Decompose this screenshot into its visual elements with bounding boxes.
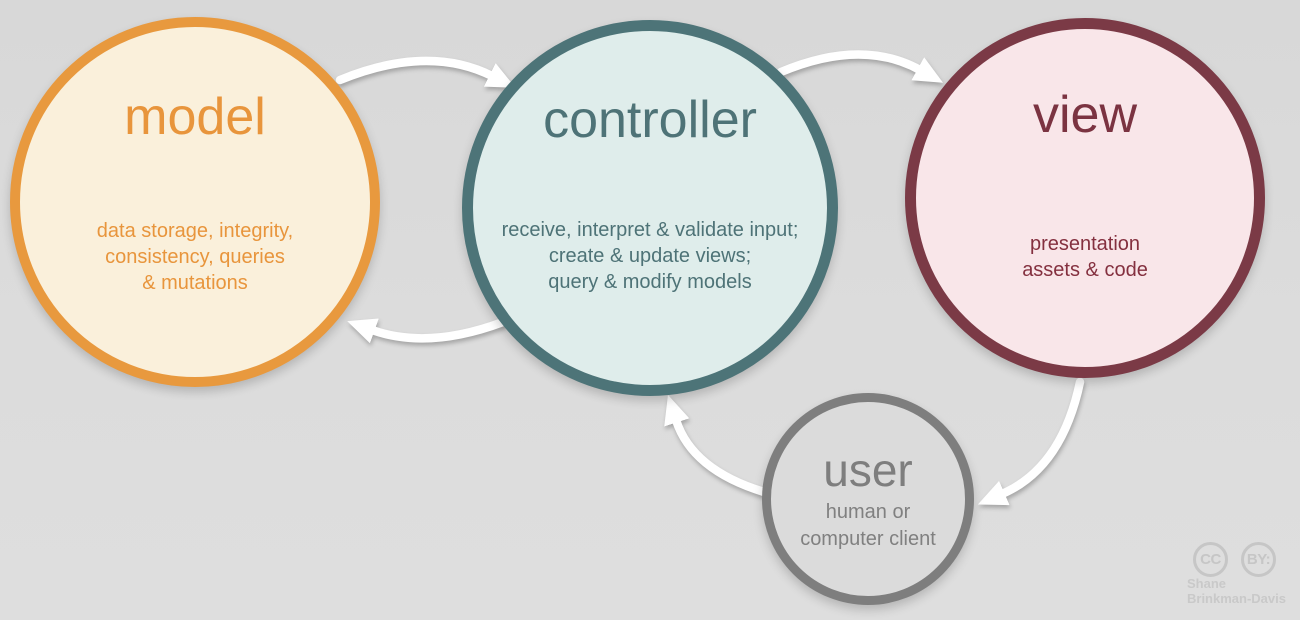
arrow-controller-to-model xyxy=(347,317,508,344)
model-title: model xyxy=(124,88,266,146)
node-controller: controller receive, interpret & validate… xyxy=(462,20,838,396)
controller-description: receive, interpret & validate input; cre… xyxy=(501,219,799,293)
arrow-view-to-user xyxy=(977,377,1085,506)
node-model: model data storage, integrity, consisten… xyxy=(10,17,380,387)
view-title: view xyxy=(1032,86,1138,144)
arrow-user-to-controller xyxy=(664,394,769,497)
arrow-model-to-controller xyxy=(335,56,516,88)
node-user: user human or computer client xyxy=(762,393,974,605)
by-license-icon: BY: xyxy=(1241,542,1276,577)
node-view: view presentation assets & code xyxy=(905,18,1265,378)
user-title: user xyxy=(823,444,913,496)
by-badge-label: BY: xyxy=(1246,551,1271,568)
author-signature: Shane Brinkman-Davis xyxy=(1187,576,1286,606)
view-description: presentation assets & code xyxy=(1022,233,1148,281)
controller-title: controller xyxy=(543,91,757,149)
model-description: data storage, integrity, consistency, qu… xyxy=(96,220,294,294)
user-description: human or computer client xyxy=(800,501,936,550)
arrow-controller-to-view xyxy=(776,50,944,83)
cc-badge-label: CC xyxy=(1200,551,1221,568)
cc-license-icon: CC xyxy=(1193,542,1228,577)
